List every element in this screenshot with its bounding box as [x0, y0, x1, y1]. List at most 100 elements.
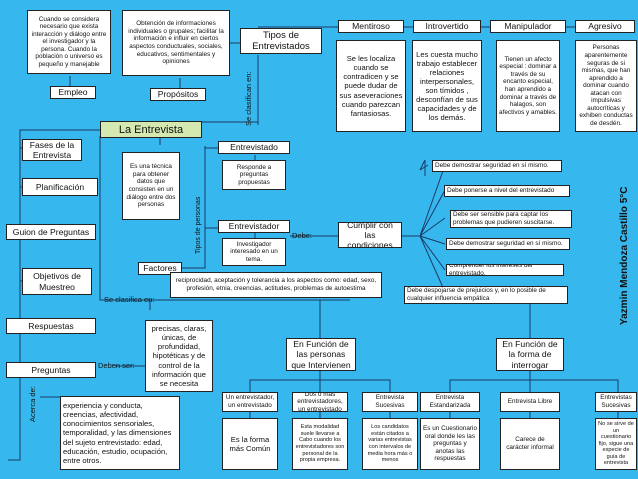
entrevistador-box: Entrevistador — [218, 220, 290, 233]
funcion-forma-label: En Función de la forma de interrogar — [502, 339, 558, 370]
fases-box: Fases de la Entrevista — [22, 139, 82, 161]
responde-text: Responde a preguntas propuestas — [236, 163, 272, 186]
tecnica-box: Es una técnica para obtener datos que co… — [122, 152, 180, 220]
condition-box-6: Debe despojarse de prejuicios y, en lo p… — [404, 286, 568, 304]
deben-ser-label: Deben ser: — [98, 361, 135, 370]
type-manipulador-label: Manipulador — [504, 21, 552, 32]
funcion-personas-label: En Función de las personas que Intervien… — [291, 339, 351, 370]
type-mentiroso-box: Mentiroso — [338, 20, 404, 33]
planificacion-box: Planificación — [22, 178, 98, 196]
leaf-desc-1: Es la forma más Común — [222, 418, 278, 470]
leaf-title-text-4: Entrevista Estandarizada — [429, 394, 471, 409]
leaf-title-text-1: Un entrevistador, un entrevistado — [225, 394, 275, 409]
main-topic-box: La Entrevista — [100, 121, 202, 138]
condition-box-3: Debe ser sensible para captar los proble… — [450, 210, 572, 228]
factores-desc-box: reciprocidad, aceptación y tolerancia a … — [170, 272, 382, 298]
cumplir-label: Cumplir con las condiciones — [347, 222, 393, 248]
funcion-forma-box: En Función de la forma de interrogar — [496, 338, 564, 371]
preguntas-label: Preguntas — [31, 364, 71, 375]
condition-box-1: Debe demostrar seguridad en sí mismo. — [432, 160, 562, 172]
factores-label: Factores — [143, 263, 177, 274]
usage-conditions-box: Cuando se considera necesario que exista… — [27, 10, 111, 74]
se-clasifica-label: Se clasifica en: — [104, 295, 155, 304]
type-introvertido-label: Introvertido — [425, 21, 469, 32]
investigador-box: Investigador interesado en un tema. — [222, 238, 286, 266]
precisas-text: precisas, claras, únicas, de profundidad… — [151, 324, 207, 388]
author-label: Yazmin Mendoza Castillo 5°C — [619, 186, 630, 325]
condition-text-6: Debe despojarse de prejuicios y, en lo p… — [407, 287, 546, 302]
leaf-desc-6: No se sirve de un cuestionario fijo, sig… — [595, 418, 637, 470]
empleo-box: Empleo — [50, 86, 96, 99]
type-agresivo-box: Agresivo — [575, 20, 635, 33]
leaf-desc-4: Es un Cuestionario oral donde les las pr… — [420, 418, 480, 470]
acerca-desc-box: experiencia y conducta, creencias, afect… — [60, 396, 180, 470]
type-mentiroso-desc-box: Se les localiza cuando se contradicen y … — [336, 40, 406, 132]
entrevistado-label: Entrevistado — [230, 142, 278, 153]
type-introvertido-desc: Les cuesta mucho trabajo establecer rela… — [416, 49, 478, 123]
factores-box: Factores — [138, 262, 182, 275]
obtencion-text: Obtención de informaciones individuales … — [128, 20, 224, 66]
condition-text-2: Debe ponerse a nivel del entrevistado — [447, 187, 555, 195]
guion-box: Guion de Preguntas — [6, 224, 96, 240]
respuestas-box: Respuestas — [6, 318, 96, 334]
type-manipulador-desc-box: Tienen un afecto especial : dominar a tr… — [496, 40, 560, 132]
type-mentiroso-desc: Se les localiza cuando se contradicen y … — [339, 54, 403, 118]
condition-text-3: Debe ser sensible para captar los proble… — [453, 211, 555, 226]
type-agresivo-desc-box: Personas aparentemente seguras de si mis… — [575, 40, 637, 132]
leaf-desc-2: Esta modalidad suele llevarse a Cabo cua… — [292, 418, 348, 470]
guion-label: Guion de Preguntas — [12, 226, 90, 237]
funcion-personas-box: En Función de las personas que Intervien… — [286, 338, 356, 371]
acerca-desc-text: experiencia y conducta, creencias, afect… — [63, 401, 172, 465]
type-introvertido-desc-box: Les cuesta mucho trabajo establecer rela… — [412, 40, 482, 132]
leaf-desc-3: Los candidatos están citados a varias en… — [362, 418, 418, 470]
leaf-desc-text-5: Carece de carácter informal — [506, 436, 554, 451]
empleo-label: Empleo — [58, 87, 88, 98]
propositos-box: Propósitos — [150, 88, 206, 101]
leaf-desc-5: Carece de carácter informal — [500, 418, 560, 470]
preguntas-box: Preguntas — [6, 362, 96, 378]
leaf-title-6: Entrevistas Sucesivas — [595, 392, 637, 412]
propositos-label: Propósitos — [157, 89, 199, 100]
leaf-title-4: Entrevista Estandarizada — [420, 392, 480, 412]
factores-desc-text: reciprocidad, aceptación y tolerancia a … — [175, 277, 377, 292]
type-agresivo-desc: Personas aparentemente seguras de si mis… — [579, 44, 633, 127]
entrevistado-box: Entrevistado — [218, 141, 290, 154]
fases-label: Fases de la Entrevista — [29, 139, 75, 160]
leaf-title-2: Dos o más entrevistadores, un entrevista… — [292, 392, 348, 412]
leaf-title-1: Un entrevistador, un entrevistado — [222, 392, 278, 412]
leaf-title-text-6: Entrevistas Sucesivas — [600, 394, 632, 409]
leaf-desc-text-4: Es un Cuestionario oral donde les las pr… — [423, 425, 477, 463]
condition-text-1: Debe demostrar seguridad en sí mismo. — [435, 162, 549, 170]
type-manipulador-box: Manipulador — [490, 20, 566, 33]
tipos-entrevistados-box: Tipos de Entrevistados — [240, 28, 322, 54]
type-agresivo-label: Agresivo — [588, 21, 622, 32]
condition-text-5: Comprender los intereses del entrevistad… — [449, 264, 533, 276]
type-mentiroso-label: Mentiroso — [352, 21, 390, 32]
acerca-de-label: Acerca de: — [28, 386, 37, 422]
responde-box: Responde a preguntas propuestas — [222, 160, 286, 190]
cumplir-box: Cumplir con las condiciones — [338, 222, 402, 248]
respuestas-label: Respuestas — [28, 320, 74, 331]
leaf-desc-text-2: Esta modalidad suele llevarse a Cabo cua… — [295, 424, 345, 464]
condition-box-2: Debe ponerse a nivel del entrevistado — [444, 185, 570, 197]
condition-box-5: Comprender los intereses del entrevistad… — [446, 264, 564, 276]
type-manipulador-desc: Tienen un afecto especial : dominar a tr… — [499, 55, 557, 116]
se-clasifican-label: Se clasifican en: — [244, 71, 253, 126]
planificacion-label: Planificación — [35, 181, 85, 192]
obtencion-box: Obtención de informaciones individuales … — [122, 10, 230, 76]
leaf-title-text-5: Entrevista Libre — [507, 398, 553, 406]
main-topic-label: La Entrevista — [118, 123, 184, 136]
leaf-title-5: Entrevista Libre — [500, 392, 560, 412]
type-introvertido-box: Introvertido — [413, 20, 481, 33]
precisas-box: precisas, claras, únicas, de profundidad… — [145, 320, 213, 392]
leaf-title-text-3: Entrevista Sucesivas — [375, 394, 405, 409]
condition-text-4: Debe demostrar seguridad en sí mismo. — [449, 240, 563, 248]
leaf-desc-text-3: Los candidatos están citados a varias en… — [367, 424, 413, 464]
leaf-title-text-2: Dos o más entrevistadores, un entrevista… — [297, 392, 343, 412]
tipos-personas-label: Tipos de personas — [195, 196, 202, 254]
usage-conditions-text: Cuando se considera necesario que exista… — [31, 15, 107, 68]
leaf-desc-text-1: Es la forma más Común — [229, 434, 271, 453]
objetivos-box: Objetivos de Muestreo — [22, 268, 92, 295]
condition-box-4: Debe demostrar seguridad en sí mismo. — [446, 238, 570, 250]
tecnica-text: Es una técnica para obtener datos que co… — [126, 163, 176, 209]
